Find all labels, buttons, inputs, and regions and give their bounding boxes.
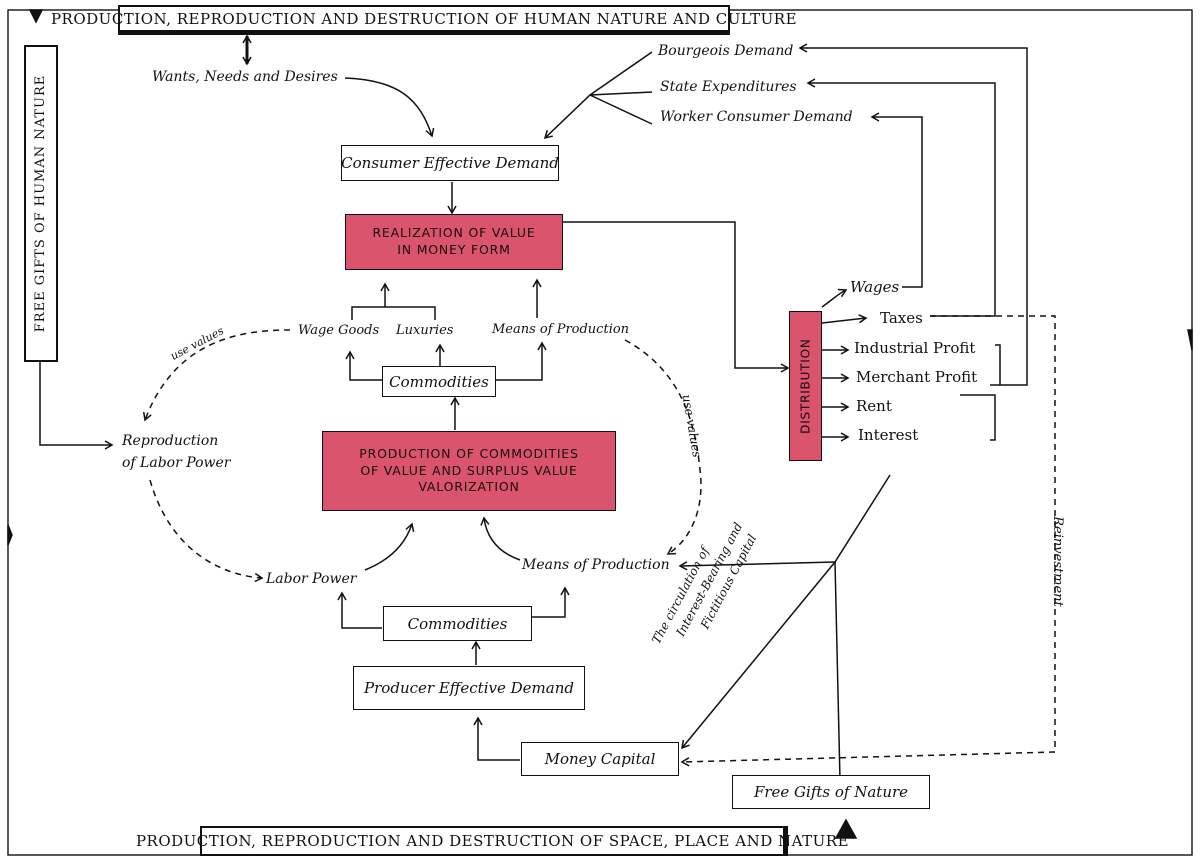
left-banner-text: FREE GIFTS OF HUMAN NATURE (33, 74, 49, 333)
top-banner: PRODUCTION, REPRODUCTION AND DESTRUCTION… (51, 5, 797, 35)
production-box: PRODUCTION OF COMMODITIES OF VALUE AND S… (322, 431, 616, 511)
distribution-box: DISTRIBUTION (789, 311, 822, 461)
production-line3: VALORIZATION (418, 479, 520, 495)
left-banner: FREE GIFTS OF HUMAN NATURE (24, 45, 58, 362)
bottom-banner: PRODUCTION, REPRODUCTION AND DESTRUCTION… (136, 826, 849, 856)
interest-label: Interest (858, 426, 919, 444)
production-line1: PRODUCTION OF COMMODITIES (359, 445, 579, 461)
consumer-demand-box: Consumer Effective Demand (341, 145, 559, 181)
worker-demand-label: Worker Consumer Demand (660, 109, 853, 125)
distribution-text: DISTRIBUTION (798, 338, 813, 434)
labor-power-label: Labor Power (266, 571, 357, 587)
wants-label: Wants, Needs and Desires (152, 69, 338, 85)
free-gifts-nature-box: Free Gifts of Nature (732, 775, 930, 809)
reproduction-label-1: Reproduction (122, 433, 219, 449)
realization-box: REALIZATION OF VALUE IN MONEY FORM (345, 214, 563, 270)
reinvestment-label: Reinvestment (1049, 516, 1065, 607)
commodities-top-box: Commodities (382, 366, 496, 397)
realization-line2: IN MONEY FORM (397, 242, 511, 257)
reproduction-label-2: of Labor Power (122, 455, 231, 471)
corner-marker (28, 9, 44, 24)
wages-label: Wages (850, 278, 900, 296)
money-capital-box: Money Capital (521, 742, 679, 776)
means-bottom-label: Means of Production (522, 557, 670, 573)
commodities-bottom-box: Commodities (383, 606, 532, 641)
luxuries-label: Luxuries (396, 323, 454, 338)
taxes-label: Taxes (880, 309, 923, 327)
state-expenditures-label: State Expenditures (660, 79, 797, 95)
bourgeois-demand-label: Bourgeois Demand (658, 43, 794, 59)
merchant-profit-label: Merchant Profit (856, 368, 978, 386)
wage-goods-label: Wage Goods (298, 323, 380, 338)
industrial-profit-label: Industrial Profit (854, 339, 976, 357)
realization-line1: REALIZATION OF VALUE (372, 225, 536, 241)
rent-label: Rent (856, 397, 892, 415)
producer-demand-box: Producer Effective Demand (353, 666, 585, 710)
means-top-label: Means of Production (492, 322, 630, 337)
production-line2: OF VALUE AND SURPLUS VALUE (360, 462, 578, 478)
